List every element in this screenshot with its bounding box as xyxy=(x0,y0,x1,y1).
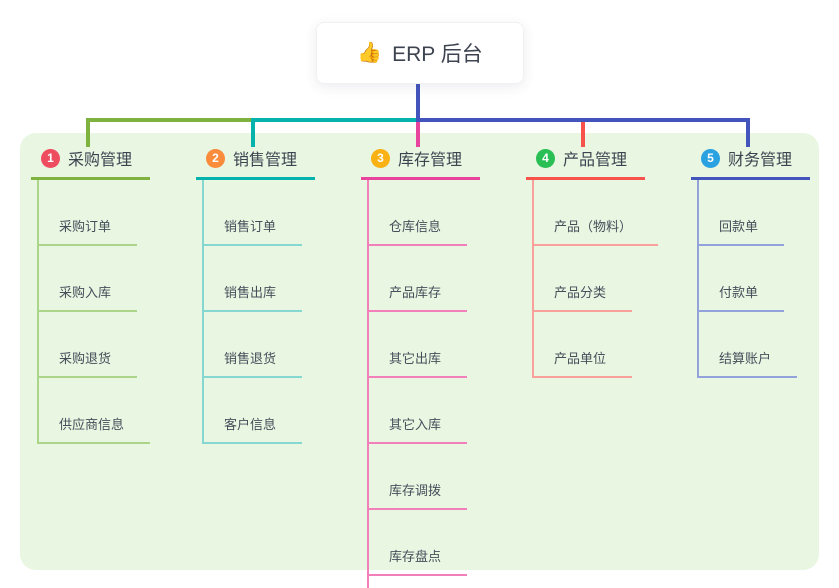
root-node-label: ERP 后台 xyxy=(392,43,483,66)
child-node[interactable]: 客户信息 xyxy=(204,378,303,444)
root-node[interactable]: 👍 ERP 后台 xyxy=(316,22,524,84)
branch-column: 2 销售管理 销售订单销售出库销售退货客户信息 xyxy=(196,146,356,444)
child-node[interactable]: 产品库存 xyxy=(369,246,468,312)
branch-column: 1 采购管理 采购订单采购入库采购退货供应商信息 xyxy=(31,146,191,444)
child-node[interactable]: 库存盘点 xyxy=(369,510,468,576)
child-node[interactable]: 结算账户 xyxy=(699,312,798,378)
branch-number-badge: 5 xyxy=(701,148,720,168)
branch-column: 5 财务管理 回款单付款单结算账户 xyxy=(691,146,839,378)
child-node[interactable]: 其它出库 xyxy=(369,312,468,378)
branch-header[interactable]: 1 采购管理 xyxy=(31,146,151,180)
bus-segment-middle xyxy=(251,118,420,122)
branch-title: 财务管理 xyxy=(728,152,793,169)
child-node[interactable]: 产品单位 xyxy=(534,312,633,378)
branch-title: 产品管理 xyxy=(563,152,628,169)
branch-header[interactable]: 2 销售管理 xyxy=(196,146,316,180)
child-node[interactable]: 销售退货 xyxy=(204,312,303,378)
branch-children: 产品（物料）产品分类产品单位 xyxy=(532,180,686,378)
child-node[interactable]: 采购入库 xyxy=(39,246,138,312)
branch-title: 库存管理 xyxy=(398,152,463,169)
child-node[interactable]: 销售出库 xyxy=(204,246,303,312)
child-node[interactable]: 仓库信息 xyxy=(369,180,468,246)
branch-drop-line xyxy=(416,118,420,147)
child-node[interactable]: 其它入库 xyxy=(369,378,468,444)
branch-number-badge: 2 xyxy=(206,148,225,168)
branch-children: 仓库信息产品库存其它出库其它入库库存调拨库存盘点出库库明细 xyxy=(367,180,521,588)
thumbs-up-icon: 👍 xyxy=(357,42,383,64)
branch-children: 销售订单销售出库销售退货客户信息 xyxy=(202,180,356,444)
branch-drop-line xyxy=(746,118,750,147)
branch-header[interactable]: 3 库存管理 xyxy=(361,146,481,180)
branch-number-badge: 4 xyxy=(536,148,555,168)
root-drop-line xyxy=(416,82,420,122)
child-node[interactable]: 采购订单 xyxy=(39,180,138,246)
branch-number-badge: 3 xyxy=(371,148,390,168)
branch-number-badge: 1 xyxy=(41,148,60,168)
child-node[interactable]: 回款单 xyxy=(699,180,785,246)
child-node[interactable]: 库存调拨 xyxy=(369,444,468,510)
child-node[interactable]: 产品分类 xyxy=(534,246,633,312)
child-node[interactable]: 出库库明细 xyxy=(369,576,480,588)
branch-children: 采购订单采购入库采购退货供应商信息 xyxy=(37,180,191,444)
branch-drop-line xyxy=(581,118,585,147)
branch-title: 销售管理 xyxy=(233,152,298,169)
branches-panel xyxy=(20,133,819,570)
branch-column: 3 库存管理 仓库信息产品库存其它出库其它入库库存调拨库存盘点出库库明细 xyxy=(361,146,521,588)
bus-segment-left xyxy=(86,118,255,122)
bus-segment-right xyxy=(416,118,750,122)
child-node[interactable]: 销售订单 xyxy=(204,180,303,246)
child-node[interactable]: 采购退货 xyxy=(39,312,138,378)
branch-header[interactable]: 5 财务管理 xyxy=(691,146,811,180)
child-node[interactable]: 付款单 xyxy=(699,246,785,312)
branch-children: 回款单付款单结算账户 xyxy=(697,180,839,378)
branch-column: 4 产品管理 产品（物料）产品分类产品单位 xyxy=(526,146,686,378)
branch-header[interactable]: 4 产品管理 xyxy=(526,146,646,180)
branch-drop-line xyxy=(251,118,255,147)
branch-drop-line xyxy=(86,118,90,147)
branch-title: 采购管理 xyxy=(68,152,133,169)
child-node[interactable]: 供应商信息 xyxy=(39,378,151,444)
child-node[interactable]: 产品（物料） xyxy=(534,180,659,246)
